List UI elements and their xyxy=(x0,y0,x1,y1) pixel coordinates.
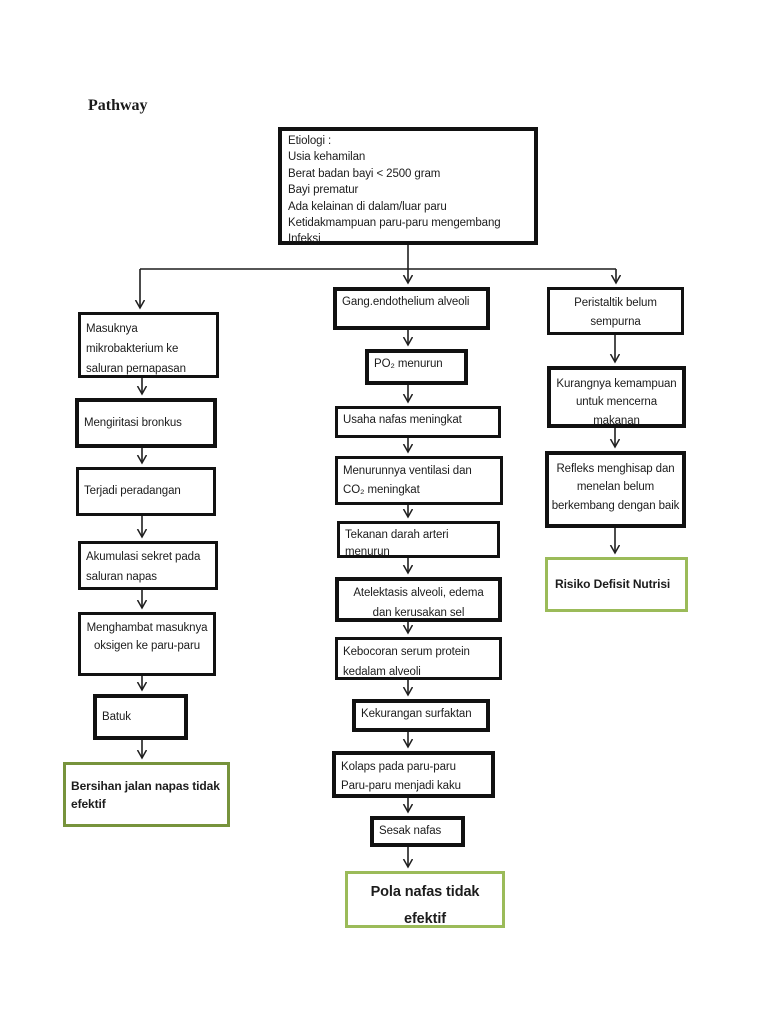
node-kekurangan-surfaktan: Kekurangan surfaktan xyxy=(352,699,490,732)
outcome-bersihan-jalan-napas: Bersihan jalan napas tidak efektif xyxy=(63,762,230,827)
outcome-pola-nafas: Pola nafas tidak efektif xyxy=(345,871,505,928)
node-sesak-nafas: Sesak nafas xyxy=(370,816,465,847)
node-refleks-menghisap: Refleks menghisap dan menelan belum berk… xyxy=(545,451,686,528)
node-batuk: Batuk xyxy=(93,694,188,740)
node-peristaltik-belum-sempurna: Peristaltik belum sempurna xyxy=(547,287,684,335)
outcome-risiko-defisit-nutrisi: Risiko Defisit Nutrisi xyxy=(545,557,688,612)
node-menghambat-oksigen: Menghambat masuknya oksigen ke paru-paru xyxy=(78,612,216,676)
node-atelektasis-alveoli: Atelektasis alveoli, edema dan kerusakan… xyxy=(335,577,502,622)
node-po2-menurun: PO₂ menurun xyxy=(365,349,468,385)
node-masuknya-mikrobakterium: Masuknya mikrobakterium ke saluran perna… xyxy=(78,312,219,378)
page-title: Pathway xyxy=(88,97,148,114)
node-menurunnya-ventilasi: Menurunnya ventilasi dan CO₂ meningkat xyxy=(335,456,503,505)
node-mengiritasi-bronkus: Mengiritasi bronkus xyxy=(75,398,217,448)
node-kebocoran-serum-protein: Kebocoran serum protein kedalam alveoli xyxy=(335,637,502,680)
node-terjadi-peradangan: Terjadi peradangan xyxy=(76,467,216,516)
etiology-box: Etiologi : Usia kehamilan Berat badan ba… xyxy=(278,127,538,245)
node-kolaps-paru-paru: Kolaps pada paru-paru Paru-paru menjadi … xyxy=(332,751,495,798)
node-usaha-nafas-meningkat: Usaha nafas meningkat xyxy=(335,406,501,438)
node-tekanan-darah-arteri: Tekanan darah arteri menurun xyxy=(337,521,500,558)
node-kurangnya-kemampuan: Kurangnya kemampuan untuk mencerna makan… xyxy=(547,366,686,428)
node-akumulasi-sekret: Akumulasi sekret pada saluran napas xyxy=(78,541,218,590)
node-gang-endothelium-alveoli: Gang.endothelium alveoli xyxy=(333,287,490,330)
